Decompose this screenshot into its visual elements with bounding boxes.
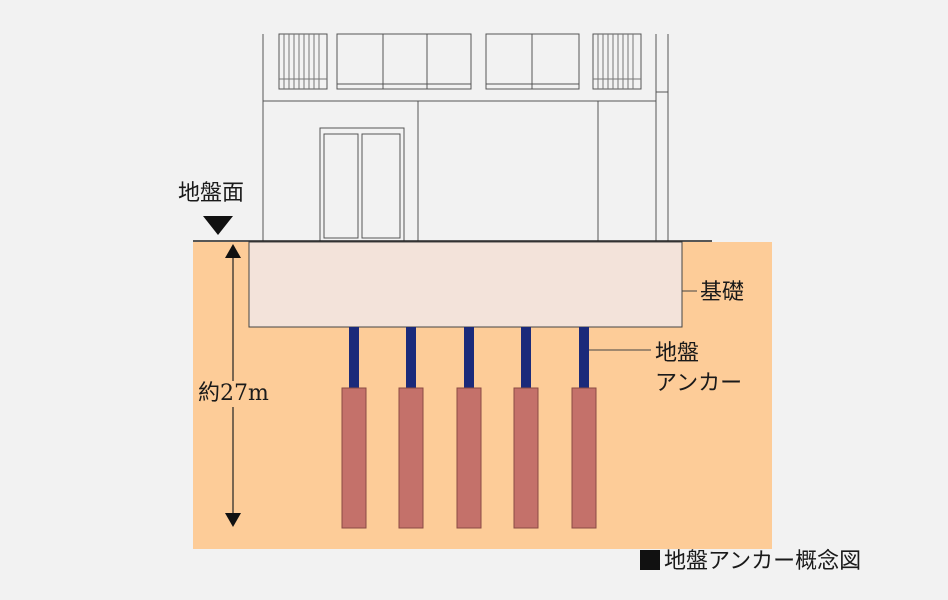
diagram-caption: 地盤アンカー概念図 xyxy=(640,549,861,575)
caption-square-icon xyxy=(640,550,660,570)
ground-anchor xyxy=(571,327,597,529)
ground-anchor xyxy=(513,327,539,529)
ground-anchor xyxy=(398,327,424,529)
depth-label: 約27m xyxy=(196,381,271,407)
caption-text: 地盤アンカー概念図 xyxy=(664,549,862,574)
ground-anchor-label-line2: アンカー xyxy=(655,371,743,396)
foundation-slab xyxy=(248,241,683,328)
ground-anchor-label: 地盤 アンカー xyxy=(655,339,742,399)
ground-anchor xyxy=(341,327,367,529)
anchor-group xyxy=(341,327,597,529)
ground-anchor-label-line1: 地盤 xyxy=(655,341,700,366)
building-elevation xyxy=(262,33,669,242)
ground-marker-icon xyxy=(203,216,233,235)
ground-anchor xyxy=(456,327,482,529)
foundation-label: 基礎 xyxy=(700,280,745,305)
ground-surface-label: 地盤面 xyxy=(178,181,245,206)
